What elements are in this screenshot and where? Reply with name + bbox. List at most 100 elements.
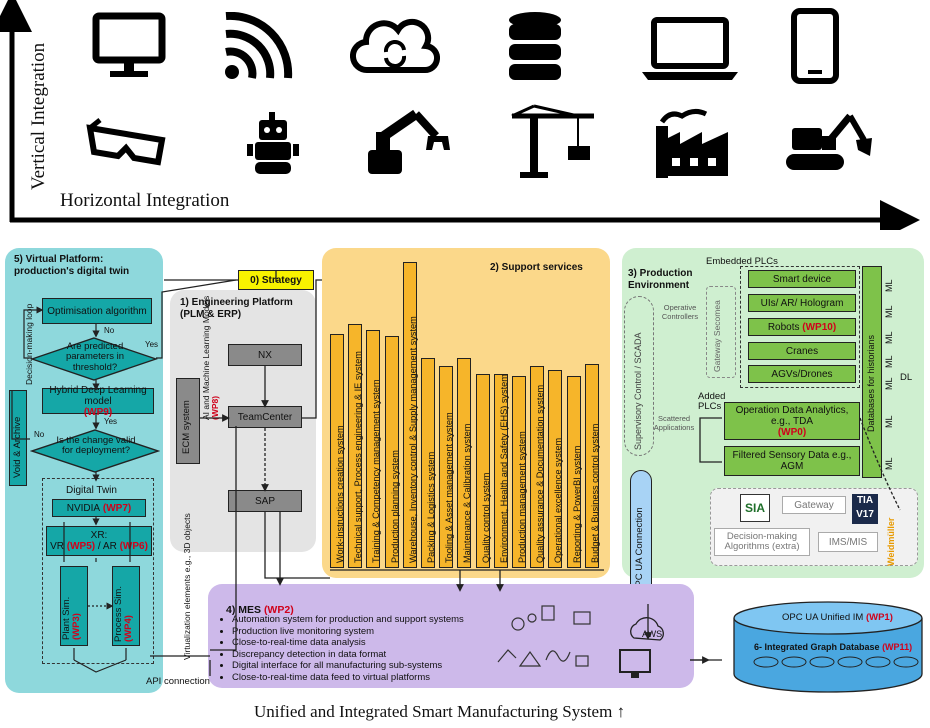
robot-arm-small-icon	[497, 649, 517, 663]
engineering-title: 1) Engineering Platform (PLM & ERP)	[180, 297, 293, 320]
cloud-sync-icon	[350, 18, 440, 74]
plant-sim-box	[60, 566, 88, 646]
ar-text: / AR	[97, 541, 117, 552]
opc-ua-unified-wp: (WP1)	[865, 612, 893, 623]
gateway-box: Gateway	[782, 496, 846, 514]
ar-wp: (WP6)	[119, 541, 148, 552]
tia-version: V17	[856, 509, 874, 520]
mes-title: 4) MES (WP2)	[226, 604, 294, 616]
agvs-drones-box: AGVs/Drones	[748, 365, 856, 383]
smart-device-box: Smart device	[748, 270, 856, 288]
api-connection-label: API connection	[146, 676, 210, 687]
support-system-bar: Work-instructions creation system	[330, 334, 345, 568]
predicted-threshold-text: Are predicted parameters in threshold?	[65, 341, 125, 373]
process-sim-box	[112, 566, 140, 646]
support-system-bar: Tooling & Asset management system	[439, 366, 454, 568]
support-services-title: 2) Support services	[490, 262, 583, 273]
mes-title-wp: (WP2)	[263, 604, 294, 616]
mes-title-text: 4) MES	[226, 604, 262, 616]
vr-text: VR	[50, 541, 64, 552]
mes-icons	[497, 605, 591, 667]
support-system-bar: Maintenance & Calibration system	[457, 358, 472, 568]
connector-lines	[150, 270, 901, 676]
yes-label-1: Yes	[145, 340, 159, 349]
scattered-apps-label: Scattered Applications	[653, 414, 695, 432]
nvidia-box: NVIDIA (WP7)	[52, 499, 146, 517]
support-system-bar: Warehouse, Inventory control & Supply ma…	[402, 262, 418, 568]
robots-text: Robots	[767, 321, 800, 333]
virtual-platform-title: 5) Virtual Platform: production's digita…	[14, 254, 130, 277]
nx-box: NX	[228, 344, 302, 366]
yes-label-2: Yes	[104, 417, 118, 426]
operative-controllers-label: Operative Controllers	[661, 303, 699, 321]
void-archive-box	[9, 390, 27, 486]
robots-box: Robots (WP10)	[748, 318, 856, 336]
laptop-icon	[642, 17, 738, 80]
no-label-1: No	[104, 326, 115, 335]
support-system-bar: Packing & Logistics system	[421, 358, 436, 568]
added-plcs-label: Added PLCs	[698, 391, 726, 413]
support-system-bar: Training & Competency management system	[366, 330, 381, 568]
embedded-plcs-label: Embedded PLCs	[706, 256, 778, 267]
footer-caption: Unified and Integrated Smart Manufacturi…	[254, 702, 626, 721]
trend-icon	[545, 650, 571, 662]
monitor-small-icon	[573, 611, 591, 625]
robots-wp: (WP10)	[802, 321, 837, 333]
tia-text: TIA	[856, 495, 874, 506]
nvidia-wp: (WP7)	[102, 502, 132, 514]
cranes-box: Cranes	[748, 342, 856, 360]
support-system-bar: Budget & Business control system	[584, 364, 600, 568]
decision-algorithms-box: Decision-making Algorithms (extra)	[714, 528, 810, 556]
graph-database-title: 6- Integrated Graph Database (WP11)	[754, 642, 912, 652]
predicted-threshold-diamond	[30, 337, 158, 381]
valid-deployment-text: Is the change valid for deployment?	[56, 435, 136, 457]
ecm-box	[176, 378, 200, 464]
support-system-bar: Reporting & PowerBI system	[566, 376, 582, 568]
mes-panel	[208, 584, 694, 688]
production-title: 3) Production Environment	[628, 268, 693, 291]
scada-frame	[624, 296, 654, 456]
operation-data-text: Operation Data Analytics, e.g., TDA	[735, 404, 849, 427]
integration-axes	[0, 0, 920, 230]
graph-database-cylinder	[733, 601, 923, 693]
gear-icon	[511, 617, 525, 631]
no-label-2: No	[34, 430, 45, 439]
embedded-plcs-frame	[740, 266, 860, 388]
wifi-icon	[225, 12, 293, 79]
mes-feature-item: Automation system for production and sup…	[232, 614, 464, 626]
nvidia-text: NVIDIA	[66, 502, 101, 514]
vertical-integration-label: Vertical Integration	[28, 42, 49, 190]
robot-icon	[247, 112, 299, 174]
sia-logo: SIA	[740, 494, 770, 522]
vr-glasses-icon	[86, 118, 166, 166]
filtered-sensory-box: Filtered Sensory Data e.g., AGM	[724, 446, 860, 476]
mes-feature-item: Production live monitoring system	[232, 626, 464, 638]
digital-twin-label: Digital Twin	[66, 485, 117, 496]
support-system-bar: Technical support, Process engineering &…	[348, 324, 363, 568]
robot-arm-icon	[368, 109, 450, 174]
operation-data-box: Operation Data Analytics, e.g., TDA (WP0…	[724, 402, 860, 440]
support-system-bar: Quality control system	[475, 374, 491, 568]
support-system-bar: Production planning system	[384, 336, 400, 568]
opc-ua-unified-text: OPC UA Unified IM	[782, 612, 864, 623]
xr-text: XR:	[90, 530, 108, 541]
operation-data-wp: (WP0)	[777, 426, 807, 438]
mes-feature-item: Discrepancy detection in data format	[232, 649, 464, 661]
support-system-bar: Quality assurance & Documentation system	[530, 366, 545, 568]
horizontal-integration-label: Horizontal Integration	[60, 190, 230, 211]
support-system-bar: Operational excellence system	[548, 370, 563, 568]
mes-features-list: Automation system for production and sup…	[214, 614, 464, 683]
factory-icon	[656, 108, 728, 178]
opc-ua-unified-label: OPC UA Unified IM (WP1)	[782, 612, 893, 623]
tia-portal-logo: TIA V17	[852, 494, 878, 524]
mes-feature-item: Digital interface for all manufacturing …	[232, 660, 464, 672]
monitor-icon	[92, 12, 166, 77]
database-icon	[509, 12, 561, 80]
dl-label: DL	[900, 372, 913, 383]
aws-label: AWS	[642, 629, 663, 639]
crane-icon	[511, 104, 594, 178]
aws-cloud-icon	[619, 617, 664, 678]
hybrid-dl-wp: (WP9)	[83, 406, 113, 418]
smartphone-icon	[791, 8, 839, 84]
gateway-secomea-frame	[706, 286, 736, 378]
